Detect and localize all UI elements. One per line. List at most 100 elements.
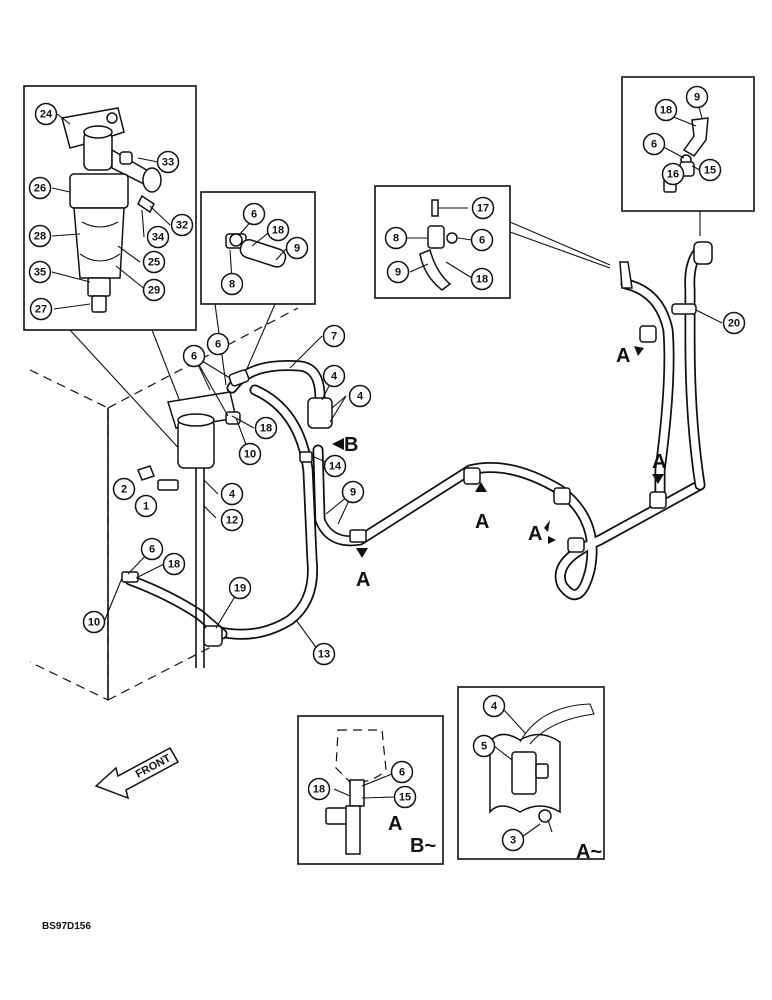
view-b-title: B~ — [410, 835, 436, 857]
callout-main-10: 10 — [82, 610, 106, 634]
svg-text:18: 18 — [660, 105, 672, 117]
svg-text:8: 8 — [229, 279, 235, 291]
svg-text:18: 18 — [476, 274, 488, 286]
callout-filter-detail-28: 28 — [28, 224, 52, 248]
callout-main-1: 1 — [134, 494, 158, 518]
svg-text:3: 3 — [510, 835, 516, 847]
svg-text:6: 6 — [651, 139, 657, 151]
callout-main-14: 14 — [323, 454, 347, 478]
marker-a-1: A — [356, 569, 370, 591]
arrow-b — [332, 438, 344, 450]
callout-fitting-detail-mid-9: 9 — [386, 260, 410, 284]
arrow-a-5 — [634, 346, 644, 356]
svg-text:16: 16 — [667, 169, 679, 181]
callout-view-b-18: 18 — [307, 777, 331, 801]
svg-text:5: 5 — [481, 741, 487, 753]
svg-text:9: 9 — [395, 267, 401, 279]
svg-text:4: 4 — [357, 391, 364, 403]
svg-text:33: 33 — [162, 157, 174, 169]
callout-fitting-detail-mid-8: 8 — [384, 226, 408, 250]
callout-main-4: 4 — [348, 384, 372, 408]
callout-fitting-detail-left-18: 18 — [266, 218, 290, 242]
svg-text:9: 9 — [350, 487, 356, 499]
callout-main-20: 20 — [722, 311, 746, 335]
marker-a-2: A — [475, 511, 489, 533]
callout-view-b-15: 15 — [393, 785, 417, 809]
callout-view-a-3: 3 — [501, 828, 525, 852]
svg-text:25: 25 — [148, 257, 160, 269]
svg-text:8: 8 — [393, 233, 399, 245]
callout-fitting-detail-right-18: 18 — [654, 98, 678, 122]
marker-a-view-b: A — [388, 813, 402, 835]
callout-fitting-detail-left-6: 6 — [242, 202, 266, 226]
front-direction-arrow: FRONT — [94, 746, 180, 800]
svg-text:26: 26 — [34, 183, 46, 195]
callout-fitting-detail-right-9: 9 — [685, 85, 709, 109]
callout-main-2: 2 — [112, 477, 136, 501]
svg-text:27: 27 — [35, 304, 47, 316]
svg-text:1: 1 — [143, 501, 149, 513]
callout-main-12: 12 — [220, 508, 244, 532]
svg-text:6: 6 — [149, 544, 155, 556]
callout-main-6: 6 — [206, 332, 230, 356]
svg-text:15: 15 — [704, 165, 716, 177]
svg-text:18: 18 — [260, 423, 272, 435]
marker-a-3: A — [528, 523, 542, 545]
callout-view-a-4: 4 — [482, 694, 506, 718]
callout-main-6: 6 — [140, 537, 164, 561]
callout-main-18: 18 — [162, 552, 186, 576]
svg-text:19: 19 — [234, 583, 246, 595]
svg-text:6: 6 — [251, 209, 257, 221]
callout-fitting-detail-right-16: 16 — [661, 162, 685, 186]
callout-fitting-detail-mid-17: 17 — [471, 196, 495, 220]
fuel-filter-assembly — [121, 241, 713, 647]
svg-text:28: 28 — [34, 231, 46, 243]
svg-text:14: 14 — [329, 461, 342, 473]
callout-filter-detail-35: 35 — [28, 260, 52, 284]
svg-text:4: 4 — [229, 489, 236, 501]
marker-a-5: A — [652, 451, 666, 473]
leader-lines — [51, 99, 723, 651]
callout-main-6: 6 — [182, 344, 206, 368]
arrow-a-3 — [544, 520, 550, 532]
svg-text:6: 6 — [215, 339, 221, 351]
marker-b: B — [344, 434, 358, 456]
view-a-title: A~ — [576, 841, 602, 863]
callout-filter-detail-33: 33 — [156, 150, 180, 174]
arrow-a-4 — [548, 536, 556, 544]
arrow-a-1 — [356, 548, 368, 558]
callout-main-10: 10 — [238, 442, 262, 466]
callout-filter-detail-34: 34 — [146, 225, 170, 249]
callout-fitting-detail-right-6: 6 — [642, 132, 666, 156]
svg-text:4: 4 — [491, 701, 498, 713]
svg-text:34: 34 — [152, 232, 165, 244]
svg-text:18: 18 — [168, 559, 180, 571]
callout-fitting-detail-left-8: 8 — [220, 272, 244, 296]
svg-text:6: 6 — [479, 235, 485, 247]
callout-fitting-detail-mid-18: 18 — [470, 267, 494, 291]
callout-layer: 7646181014492141261810191320243326323428… — [28, 85, 746, 852]
svg-text:17: 17 — [477, 203, 489, 215]
svg-text:6: 6 — [399, 767, 405, 779]
callout-main-4: 4 — [220, 482, 244, 506]
svg-text:20: 20 — [728, 318, 740, 330]
svg-text:7: 7 — [331, 331, 337, 343]
svg-text:18: 18 — [313, 784, 325, 796]
callout-filter-detail-27: 27 — [29, 297, 53, 321]
callout-filter-detail-26: 26 — [28, 176, 52, 200]
svg-text:35: 35 — [34, 267, 46, 279]
callout-filter-detail-25: 25 — [142, 250, 166, 274]
callout-view-b-6: 6 — [390, 760, 414, 784]
svg-text:24: 24 — [40, 109, 53, 121]
svg-text:18: 18 — [272, 225, 284, 237]
svg-text:10: 10 — [88, 617, 100, 629]
svg-text:2: 2 — [121, 484, 127, 496]
svg-text:12: 12 — [226, 515, 238, 527]
svg-text:15: 15 — [399, 792, 411, 804]
arrow-a-2 — [475, 482, 487, 492]
svg-text:6: 6 — [191, 351, 197, 363]
filter-detail-box — [23, 85, 197, 456]
callout-filter-detail-32: 32 — [170, 213, 194, 237]
svg-text:9: 9 — [694, 92, 700, 104]
